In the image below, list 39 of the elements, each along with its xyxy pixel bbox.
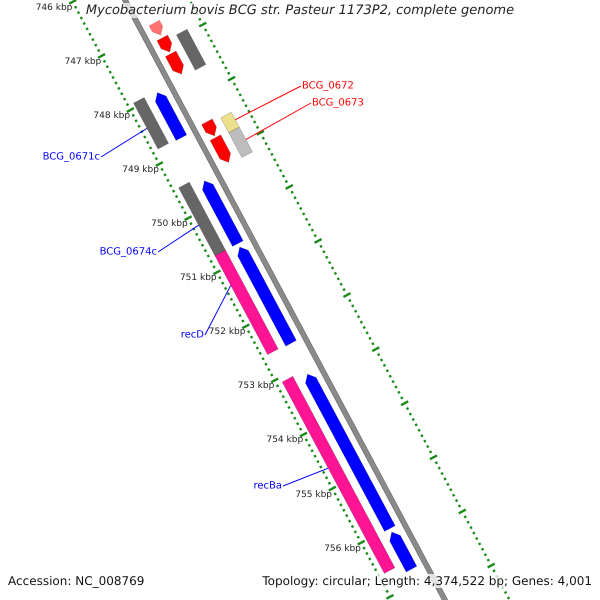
accession-text: Accession: NC_008769 (8, 574, 144, 588)
leader-line (100, 128, 148, 158)
gene-feature (282, 376, 396, 574)
leader-line (245, 102, 312, 140)
leader-line (234, 86, 302, 120)
scale-label: 747 kbp (64, 56, 102, 67)
genome-info-text: Topology: circular; Length: 4,374,522 bp; Genes: 4,001 (262, 574, 592, 588)
gene-label: BCG_0673 (312, 98, 364, 108)
gene-label: BCG_0674c (100, 246, 157, 258)
scale-label: 755 kbp (295, 490, 332, 500)
leader-line (204, 284, 232, 336)
gene-feature (201, 118, 217, 136)
chart-title: Mycobacterium bovis BCG str. Pasteur 1173P2, complete genome (86, 3, 514, 18)
gene-feature (155, 92, 188, 141)
gene-feature (156, 34, 172, 52)
gene-label: BCG_0672 (302, 80, 354, 92)
scale-label: 751 kbp (180, 273, 217, 284)
gene-feature (148, 20, 164, 36)
scale-label: 750 kbp (151, 219, 188, 230)
gene-feature (210, 134, 231, 163)
scale-label: 748 kbp (93, 110, 130, 121)
gene-feature (133, 97, 169, 150)
scale-label: 756 kbp (324, 544, 361, 554)
scale-label: 753 kbp (238, 381, 274, 392)
scale-label: 754 kbp (266, 435, 304, 446)
gene-label: BCG_0671c (42, 152, 100, 162)
gene-feature (165, 50, 184, 75)
gene-label: recD (180, 330, 204, 340)
leader-line (158, 224, 200, 252)
scale-label: 752 kbp (208, 327, 246, 338)
gene-label: recBa (253, 480, 282, 492)
gene-feature (176, 28, 206, 71)
leader-line (282, 468, 329, 486)
gene-feature (389, 532, 418, 572)
scale-label: 746 kbp (36, 2, 72, 13)
gene-feature (220, 112, 240, 134)
gene-feature (228, 126, 253, 158)
scale-label: 749 kbp (122, 164, 159, 175)
gene-feature (202, 180, 244, 247)
